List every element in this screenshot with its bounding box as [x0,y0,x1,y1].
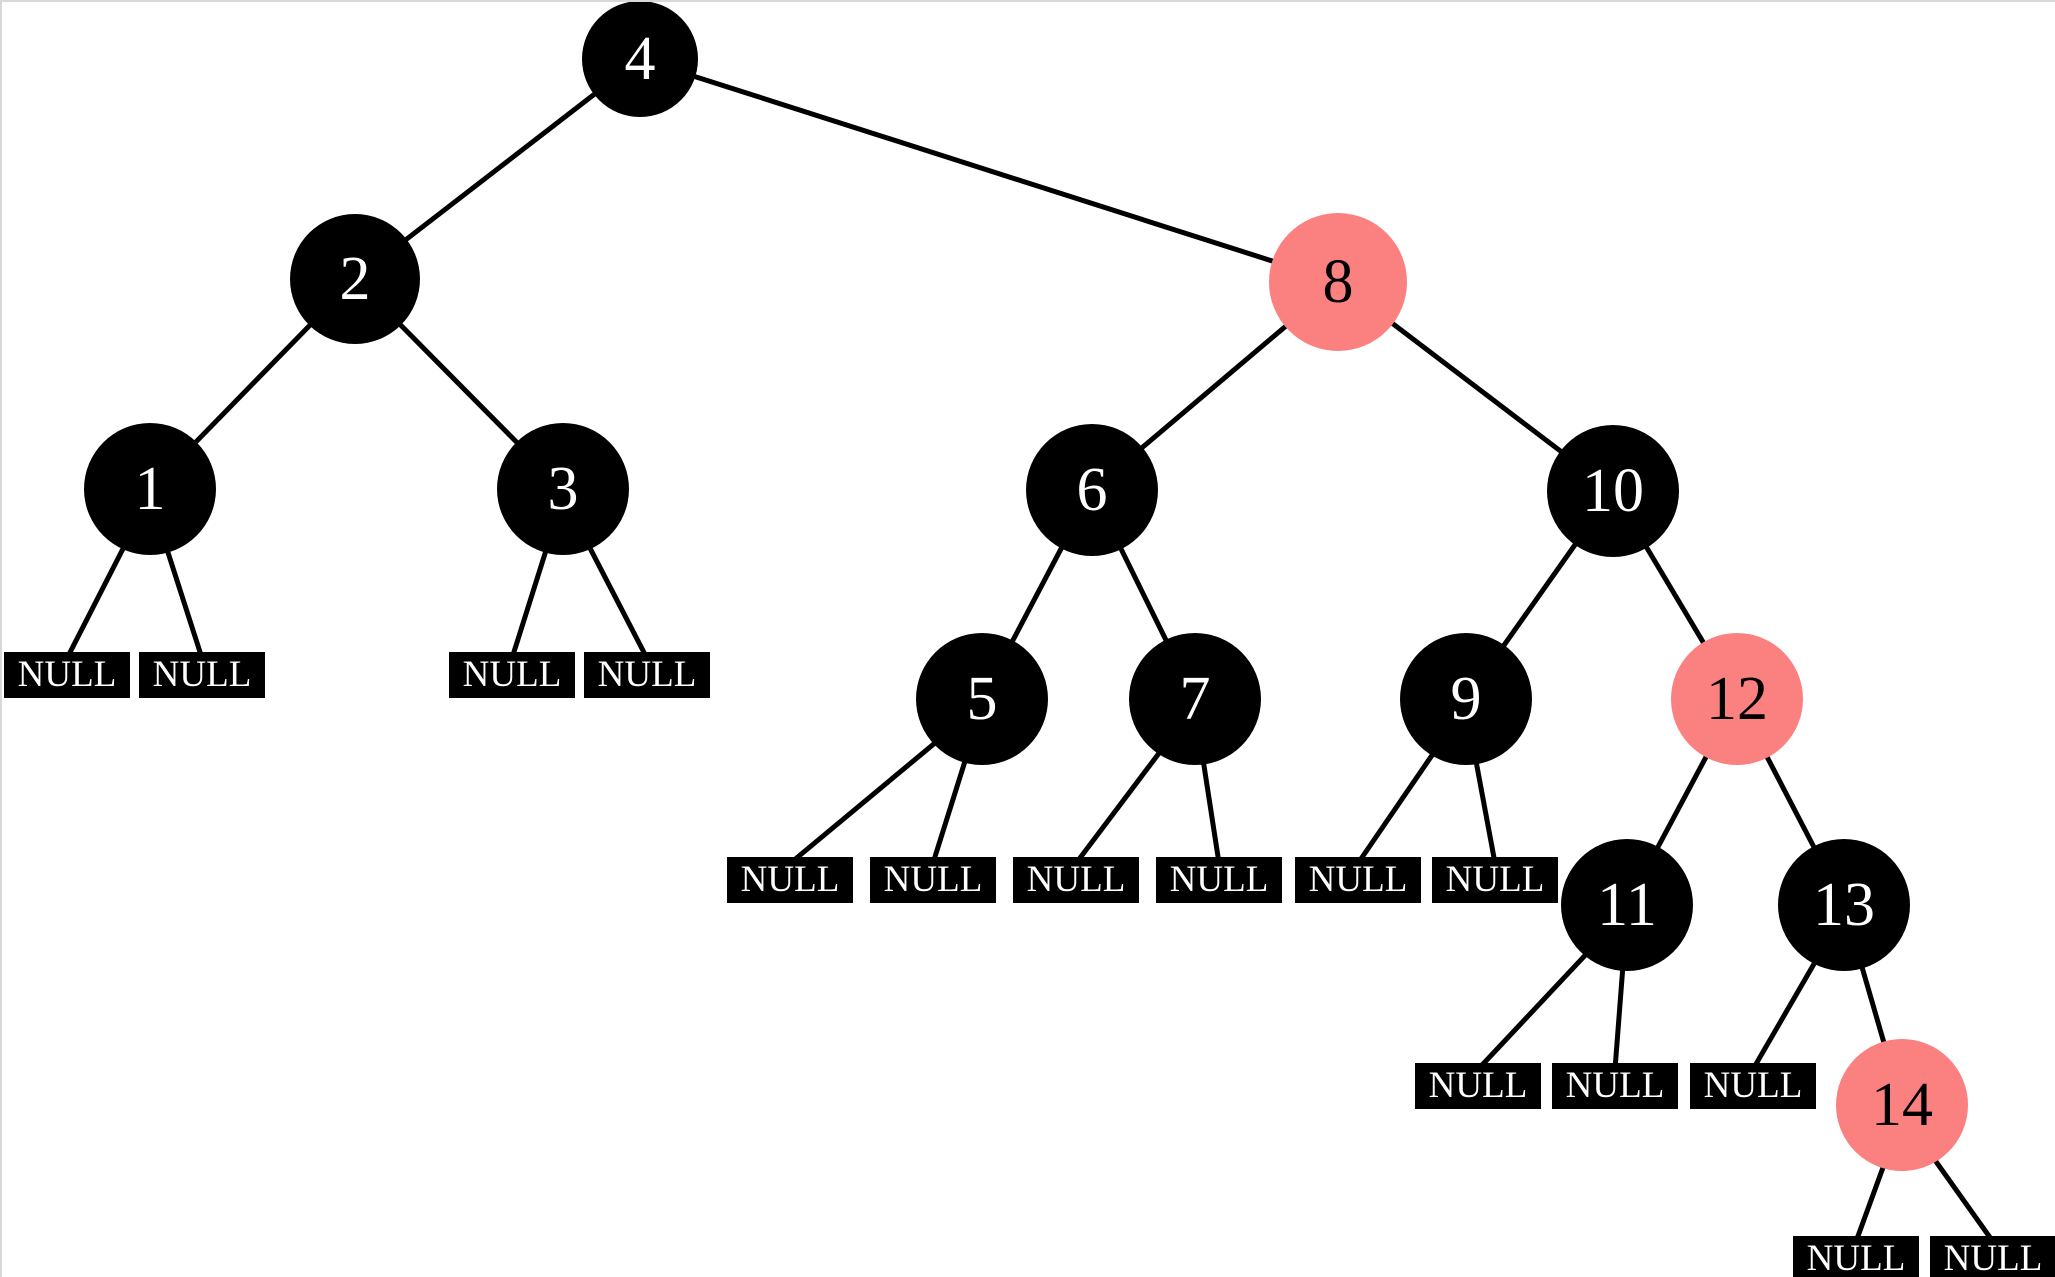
nil-leaf-node[interactable]: NULL [1295,857,1421,903]
nil-leaf-node[interactable]: NULL [1415,1063,1541,1109]
nil-leaf-label: NULL [1703,1064,1803,1106]
tree-edge [1116,542,1171,647]
tree-edge [1007,541,1067,648]
nil-leaf-label: NULL [1308,858,1408,900]
nil-leaf-node[interactable]: NULL [449,652,575,698]
tree-edge [394,319,523,449]
tree-edge [163,546,204,657]
tree-node-2[interactable]: 2 [290,214,420,344]
tree-edge [1641,541,1709,649]
tree-node-label: 13 [1813,871,1875,939]
tree-node-10[interactable]: 10 [1547,425,1679,557]
tree-node-3[interactable]: 3 [497,423,629,555]
tree-node-8[interactable]: 8 [1269,213,1407,351]
nil-leaf-node[interactable]: NULL [1156,857,1282,903]
nil-leaf-node[interactable]: NULL [584,652,710,698]
tree-node-label: 6 [1076,456,1108,524]
tree-node-label: 11 [1597,871,1657,939]
nil-leaf-label: NULL [597,653,697,695]
tree-edge [1386,318,1567,457]
tree-node-1[interactable]: 1 [84,423,216,555]
tree-edge [1478,949,1591,1069]
nil-leaf-label: NULL [17,653,117,695]
tree-edge [1752,957,1820,1069]
tree-edge [510,546,550,657]
tree-edge [1612,964,1626,1068]
tree-edge [1473,757,1498,862]
tree-edge [1498,538,1581,652]
nil-leaf-label: NULL [1943,1237,2043,1277]
nil-leaf-label: NULL [152,653,252,695]
tree-node-11[interactable]: 11 [1561,839,1693,971]
nil-leaf-node[interactable]: NULL [870,857,996,903]
tree-node-7[interactable]: 7 [1129,633,1261,765]
tree-edge [1930,1155,1994,1242]
nil-leaf-node[interactable]: NULL [1930,1236,2055,1277]
nil-leaf-node[interactable]: NULL [1552,1063,1678,1109]
tree-node-label: 3 [547,455,579,523]
nil-leaf-node[interactable]: NULL [1432,857,1558,903]
tree-node-label: 14 [1871,1071,1933,1139]
tree-node-4[interactable]: 4 [582,2,698,117]
nil-leaf-label: NULL [1445,858,1545,900]
nil-leaf-label: NULL [1565,1064,1665,1106]
nil-leaf-node[interactable]: NULL [4,652,130,698]
nil-leaf-node[interactable]: NULL [139,652,265,698]
tree-node-label: 1 [134,455,166,523]
tree-node-6[interactable]: 6 [1026,424,1158,556]
nil-leaf-node[interactable]: NULL [1013,857,1139,903]
tree-edge [1762,751,1819,853]
nil-leaf-node[interactable]: NULL [727,857,853,903]
tree-node-label: 9 [1450,665,1482,733]
tree-edge [400,88,601,245]
tree-edge [1653,750,1711,854]
tree-node-label: 7 [1179,665,1211,733]
nil-leaf-label: NULL [1806,1237,1906,1277]
tree-node-label: 5 [966,665,998,733]
nil-leaf-label: NULL [1169,858,1269,900]
nil-leaf-node[interactable]: NULL [1793,1236,1919,1277]
tree-node-12[interactable]: 12 [1671,633,1803,765]
tree-node-13[interactable]: 13 [1778,839,1910,971]
tree-edge [1136,320,1292,454]
tree-edge [190,319,316,448]
tree-node-5[interactable]: 5 [916,633,1048,765]
tree-node-label: 8 [1322,248,1354,316]
tree-edge [791,738,940,863]
tree-edge [1854,1161,1888,1241]
tree-node-label: 10 [1582,457,1644,525]
nil-leaf-node[interactable]: NULL [1690,1063,1816,1109]
tree-edge [931,756,969,862]
tree-edge [1858,961,1888,1049]
tree-node-label: 12 [1706,665,1768,733]
tree-edge [1357,749,1438,863]
tree-edge [688,72,1279,266]
tree-node-9[interactable]: 9 [1400,633,1532,765]
tree-edge [65,542,128,658]
nil-leaf-label: NULL [1428,1064,1528,1106]
nil-leaf-label: NULL [1026,858,1126,900]
tree-edge [1075,747,1165,863]
nil-leaf-label: NULL [462,653,562,695]
tree-edge [585,542,649,658]
tree-edge [1200,758,1222,862]
nil-leaf-label: NULL [740,858,840,900]
tree-node-label: 2 [339,245,371,313]
tree-node-14[interactable]: 14 [1836,1039,1968,1171]
nil-leaf-label: NULL [883,858,983,900]
tree-node-label: 4 [624,25,656,93]
